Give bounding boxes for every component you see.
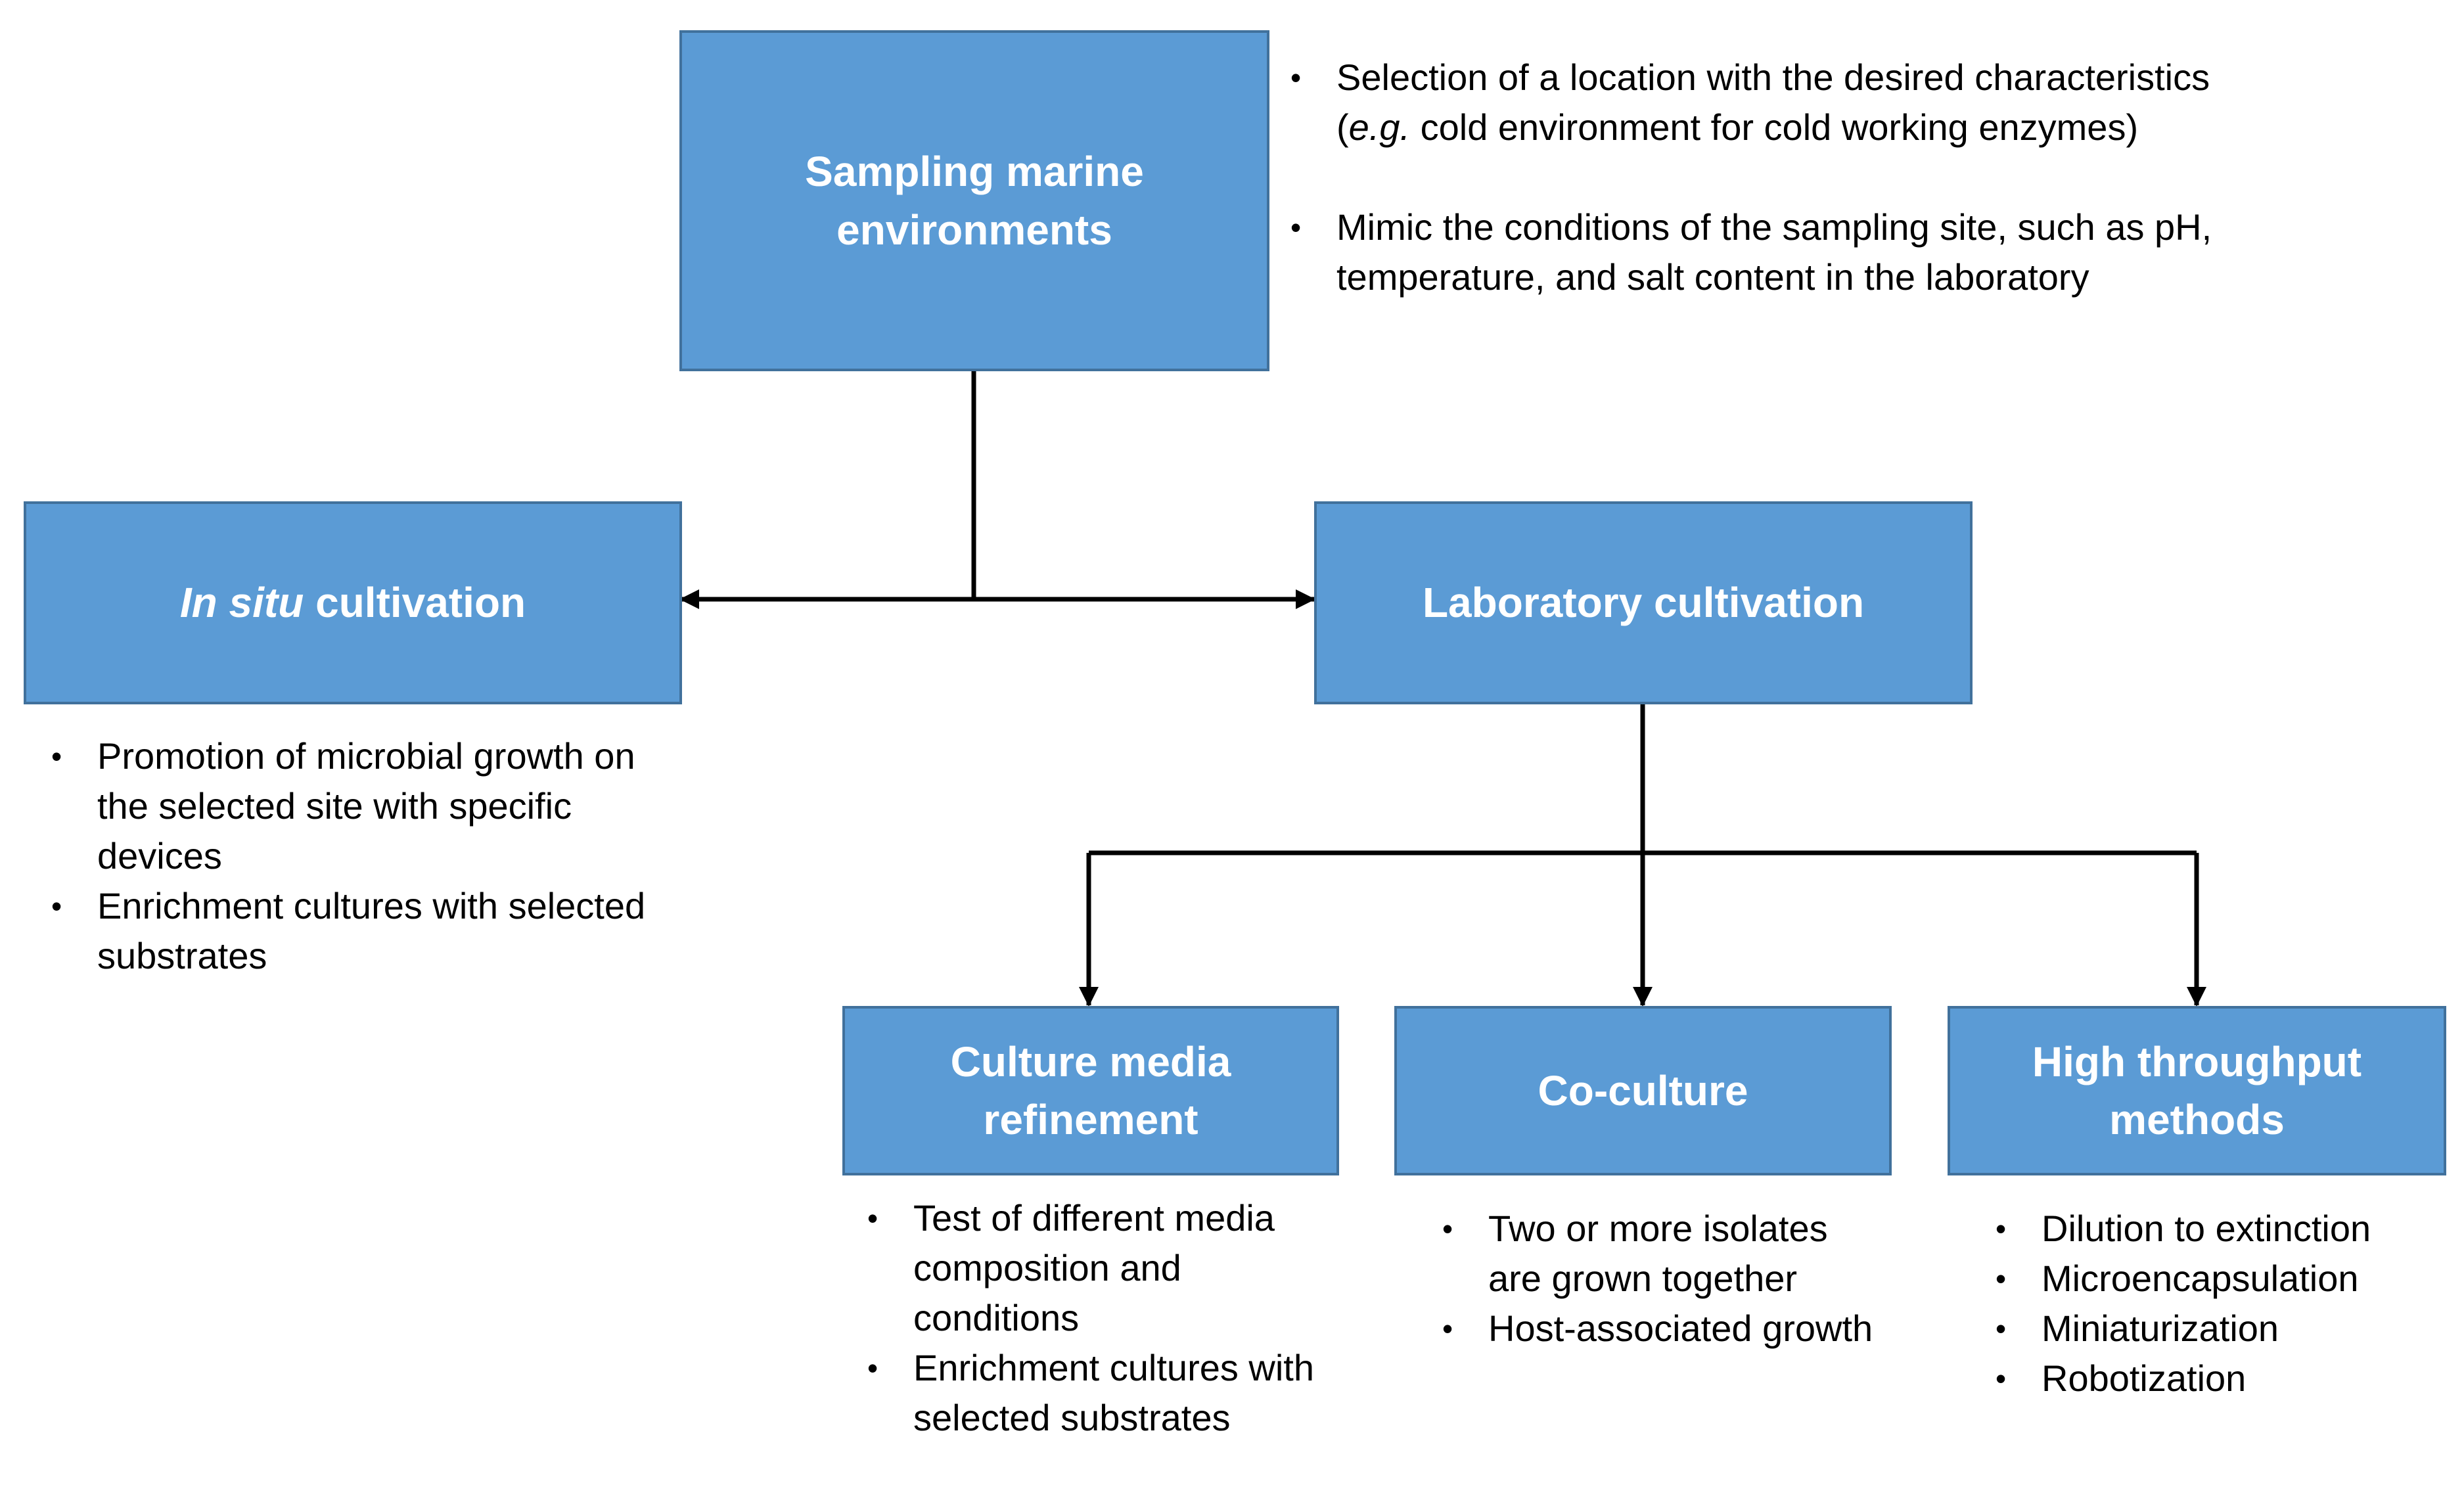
co-culture-box: Co-culture xyxy=(1394,1006,1892,1175)
high-throughput-methods-box: High throughput methods xyxy=(1948,1006,2446,1175)
sampling-note-1: Selection of a location with the desired… xyxy=(1290,53,2237,152)
sampling-notes: Selection of a location with the desired… xyxy=(1290,53,2237,302)
in-situ-notes: Promotion of microbial growth on the sel… xyxy=(51,731,682,981)
in-situ-cultivation-box: In situ cultivation xyxy=(24,501,682,704)
high-throughput-note-1: Dilution to extinction xyxy=(1996,1204,2455,1254)
in-situ-box-label: In situ cultivation xyxy=(179,579,526,627)
sampling-marine-environments-box: Sampling marine environments xyxy=(679,30,1269,371)
co-culture-box-label: Co-culture xyxy=(1538,1066,1748,1114)
culture-media-box-label: Culture media refinement xyxy=(950,1037,1231,1143)
in-situ-note-2: Enrichment cultures with selected substr… xyxy=(51,881,682,981)
high-throughput-note-4: Robotization xyxy=(1996,1354,2455,1403)
sampling-note-2: Mimic the conditions of the sampling sit… xyxy=(1290,202,2237,302)
high-throughput-box-label: High throughput methods xyxy=(2032,1037,2362,1143)
high-throughput-note-3: Miniaturization xyxy=(1996,1304,2455,1354)
culture-media-note-1: Test of different media composition and … xyxy=(867,1193,1327,1343)
culture-media-refinement-box: Culture media refinement xyxy=(842,1006,1339,1175)
culture-media-notes: Test of different media composition and … xyxy=(867,1193,1327,1443)
laboratory-cultivation-box: Laboratory cultivation xyxy=(1314,501,1973,704)
co-culture-note-1: Two or more isolates are grown together xyxy=(1442,1204,1889,1304)
high-throughput-note-2: Microencapsulation xyxy=(1996,1254,2455,1304)
culture-media-note-2: Enrichment cultures with selected substr… xyxy=(867,1343,1327,1443)
in-situ-note-1: Promotion of microbial growth on the sel… xyxy=(51,731,682,881)
laboratory-box-label: Laboratory cultivation xyxy=(1422,579,1865,627)
sampling-box-label: Sampling marine environments xyxy=(805,148,1144,254)
high-throughput-notes: Dilution to extinction Microencapsulatio… xyxy=(1996,1204,2455,1403)
co-culture-notes: Two or more isolates are grown together … xyxy=(1442,1204,1889,1354)
co-culture-note-2: Host-associated growth xyxy=(1442,1304,1889,1354)
